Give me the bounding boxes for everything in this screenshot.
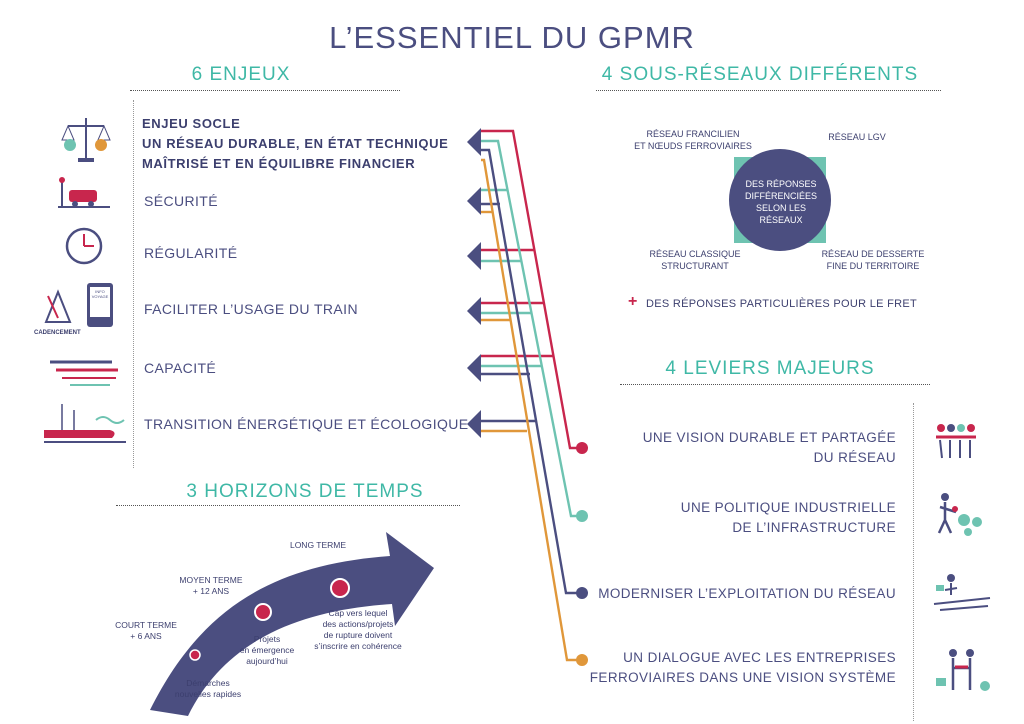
reseau-lgv: RÉSEAU LGV (828, 132, 886, 142)
dot-orange (576, 654, 588, 666)
page-title: L’ESSENTIEL DU GPMR (329, 20, 695, 55)
levier-politique-line-2: DE L’INFRASTRUCTURE (732, 520, 896, 535)
arrowhead-capacite (467, 354, 481, 382)
horizon-moyen-terme: MOYEN TERME + 12 ANS (166, 575, 256, 597)
sous-reseaux-title: 4 SOUS-RÉSEAUX DIFFÉRENTS (601, 64, 919, 85)
reseau-classique-line-2: STRUCTURANT (661, 261, 729, 271)
wind-turbine-train-icon (44, 404, 126, 443)
cadencement-label: CADENCEMENT (34, 330, 81, 336)
center-line-2: DIFFÉRENCIÉES (744, 191, 817, 201)
enjeu-socle-line-2: UN RÉSEAU DURABLE, EN ÉTAT TECHNIQUE (142, 136, 449, 151)
levier-vision-line-2: DU RÉSEAU (813, 450, 896, 465)
connector-navy (481, 148, 582, 595)
enjeux-title: 6 ENJEUX (191, 64, 291, 85)
center-line-3: SELON LES (755, 203, 807, 213)
enjeu-socle-line-3: MAÎTRISÉ ET EN ÉQUILIBRE FINANCIER (142, 156, 416, 171)
horizon-d2-line-2: en émergence (239, 645, 295, 655)
levier-politique: UNE POLITIQUE INDUSTRIELLE DE L’INFRASTR… (681, 498, 896, 538)
leviers-vertical-divider (913, 403, 914, 721)
enjeu-usage-train: FACILITER L’USAGE DU TRAIN (144, 301, 358, 317)
horizon-court-line-2: + 6 ANS (130, 631, 162, 641)
levier-vision: UNE VISION DURABLE ET PARTAGÉE DU RÉSEAU (643, 428, 896, 468)
center-line-1: DES RÉPONSES (745, 179, 817, 189)
horizons-divider (116, 505, 460, 506)
levier-dialogue-line-2: FERROVIAIRES DANS UNE VISION SYSTÈME (589, 670, 896, 685)
enjeu-securite: SÉCURITÉ (144, 193, 218, 209)
reseau-center-text: DES RÉPONSES DIFFÉRENCIÉES SELON LES RÉS… (736, 178, 826, 226)
horizon-dot-3 (330, 578, 350, 598)
sous-reseaux-divider (596, 90, 941, 91)
horizon-d3-line-3: de rupture doivent (323, 630, 393, 640)
metronome-phone-icon (44, 283, 113, 327)
enjeu-socle-line-1: ENJEU SOCLE (142, 116, 241, 131)
horizon-d2-line-1: Projets (253, 634, 281, 644)
horizon-moyen-line-2: + 12 ANS (192, 586, 230, 596)
leviers-divider (620, 384, 930, 385)
fret-text: DES RÉPONSES PARTICULIÈRES POUR LE FRET (646, 298, 918, 310)
levier-dialogue-line-1: UN DIALOGUE AVEC LES ENTREPRISES (623, 650, 896, 665)
arrowhead-socle (467, 128, 481, 156)
horizon-moyen-line-1: MOYEN TERME (179, 575, 243, 585)
reseau-classique: RÉSEAU CLASSIQUE STRUCTURANT (640, 248, 750, 272)
reseau-francilien-line-1: RÉSEAU FRANCILIEN (646, 129, 740, 139)
levier-moderniser-line-1: MODERNISER L’EXPLOITATION DU RÉSEAU (598, 586, 896, 601)
horizon-d1-line-2: nouvelles rapides (174, 689, 242, 699)
fret-plus-icon: + (628, 293, 638, 310)
connector-orange (481, 158, 582, 662)
horizon-court-terme: COURT TERME + 6 ANS (106, 620, 186, 642)
enjeu-socle: ENJEU SOCLE UN RÉSEAU DURABLE, EN ÉTAT T… (142, 114, 448, 174)
reseau-francilien: RÉSEAU FRANCILIEN ET NŒUDS FERROVIAIRES (628, 128, 758, 152)
horizon-d2-line-3: aujourd’hui (246, 656, 288, 666)
horizon-demarches: Démarches nouvelles rapides (162, 678, 254, 700)
level-crossing-icon (58, 177, 110, 208)
horizon-projets: Projets en émergence aujourd’hui (232, 634, 302, 667)
horizon-d3-line-1: Cap vers lequel (328, 608, 388, 618)
arrowhead-regularite (467, 242, 481, 270)
horizon-arrow (150, 532, 434, 716)
levier-vision-line-1: UNE VISION DURABLE ET PARTAGÉE (642, 430, 896, 445)
enjeu-transition: TRANSITION ÉNERGÉTIQUE ET ÉCOLOGIQUE (144, 416, 469, 432)
info-voyage-label: INFO VOYAGE (91, 289, 109, 299)
people-group-icon (936, 424, 976, 459)
center-line-4: RÉSEAUX (759, 215, 803, 225)
enjeu-regularite: RÉGULARITÉ (144, 245, 238, 261)
clock-icon (65, 227, 103, 265)
horizon-d3-line-4: s’inscrire en cohérence (314, 641, 402, 651)
enjeu-capacite: CAPACITÉ (144, 360, 217, 376)
arrowhead-usage (467, 297, 481, 325)
balance-icon (61, 118, 111, 162)
horizon-long-terme: LONG TERME (289, 540, 347, 550)
horizon-dot-2 (254, 603, 272, 621)
train-tracks-icon (50, 360, 118, 386)
horizon-d3-line-2: des actions/projets (322, 619, 394, 629)
arrowhead-securite (467, 187, 481, 215)
horizon-cap: Cap vers lequel des actions/projets de r… (306, 608, 410, 652)
levier-dialogue: UN DIALOGUE AVEC LES ENTREPRISES FERROVI… (590, 648, 896, 688)
worker-gears-icon (937, 493, 982, 536)
reseau-francilien-line-2: ET NŒUDS FERROVIAIRES (634, 141, 752, 151)
enjeux-divider (130, 90, 400, 91)
dot-navy (576, 587, 588, 599)
connector-lines (481, 129, 582, 662)
handshake-icon (936, 649, 990, 691)
reseau-desserte-line-1: RÉSEAU DE DESSERTE (821, 249, 925, 259)
reseau-circle (729, 149, 831, 251)
arrowheads (467, 128, 481, 438)
horizon-court-line-1: COURT TERME (115, 620, 177, 630)
levier-politique-line-1: UNE POLITIQUE INDUSTRIELLE (680, 500, 896, 515)
dot-teal (576, 510, 588, 522)
horizon-dot-1 (189, 649, 201, 661)
arrowhead-transition (467, 410, 481, 438)
levier-moderniser: MODERNISER L’EXPLOITATION DU RÉSEAU (598, 584, 896, 604)
reseau-desserte: RÉSEAU DE DESSERTE FINE DU TERRITOIRE (818, 248, 928, 272)
horizons-title: 3 HORIZONS DE TEMPS (186, 481, 424, 502)
operator-tracks-icon (933, 574, 991, 611)
reseau-classique-line-1: RÉSEAU CLASSIQUE (649, 249, 741, 259)
horizon-d1-line-1: Démarches (186, 678, 230, 688)
leviers-title: 4 LEVIERS MAJEURS (665, 358, 875, 379)
enjeux-vertical-divider (133, 100, 134, 468)
dot-red (576, 442, 588, 454)
reseau-desserte-line-2: FINE DU TERRITOIRE (826, 261, 920, 271)
